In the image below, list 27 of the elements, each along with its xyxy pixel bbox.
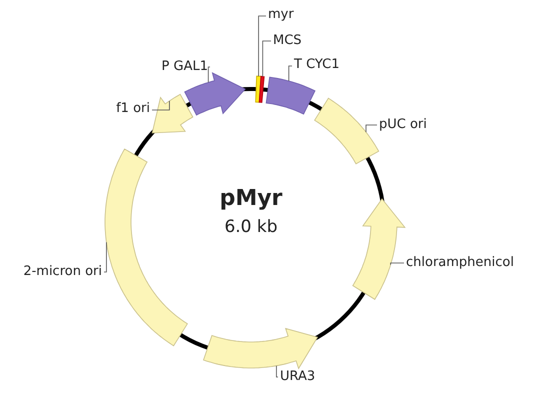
feature-label: pUC ori	[379, 116, 427, 134]
feature-label: 2-micron ori	[23, 263, 102, 281]
plasmid-size: 6.0 kb	[223, 216, 279, 238]
leader-line	[288, 66, 292, 82]
feature-label: chloramphenicol	[406, 254, 514, 272]
feature-label: myr	[268, 6, 294, 24]
leader-line	[390, 262, 404, 266]
feature-label: P GAL1	[162, 58, 208, 76]
leader-line	[104, 242, 107, 272]
feature-label: URA3	[280, 368, 316, 386]
directional-gene-segment	[352, 198, 406, 300]
feature-block	[104, 148, 188, 346]
leader-line	[262, 40, 272, 77]
feature-label: f1 ori	[116, 100, 150, 118]
leader-line	[276, 365, 278, 378]
feature-block	[266, 76, 316, 115]
leader-line	[152, 100, 170, 110]
feature-label: T CYC1	[294, 56, 340, 74]
feature-label: MCS	[273, 32, 302, 50]
plasmid-name: pMyr	[218, 186, 284, 212]
directional-gene-segment	[203, 328, 318, 370]
feature-block	[314, 98, 380, 164]
directional-gene-segment	[152, 94, 194, 134]
leader-line	[366, 124, 378, 132]
leader-line	[208, 66, 210, 83]
directional-gene-segment	[184, 72, 246, 116]
leader-line	[258, 16, 266, 77]
